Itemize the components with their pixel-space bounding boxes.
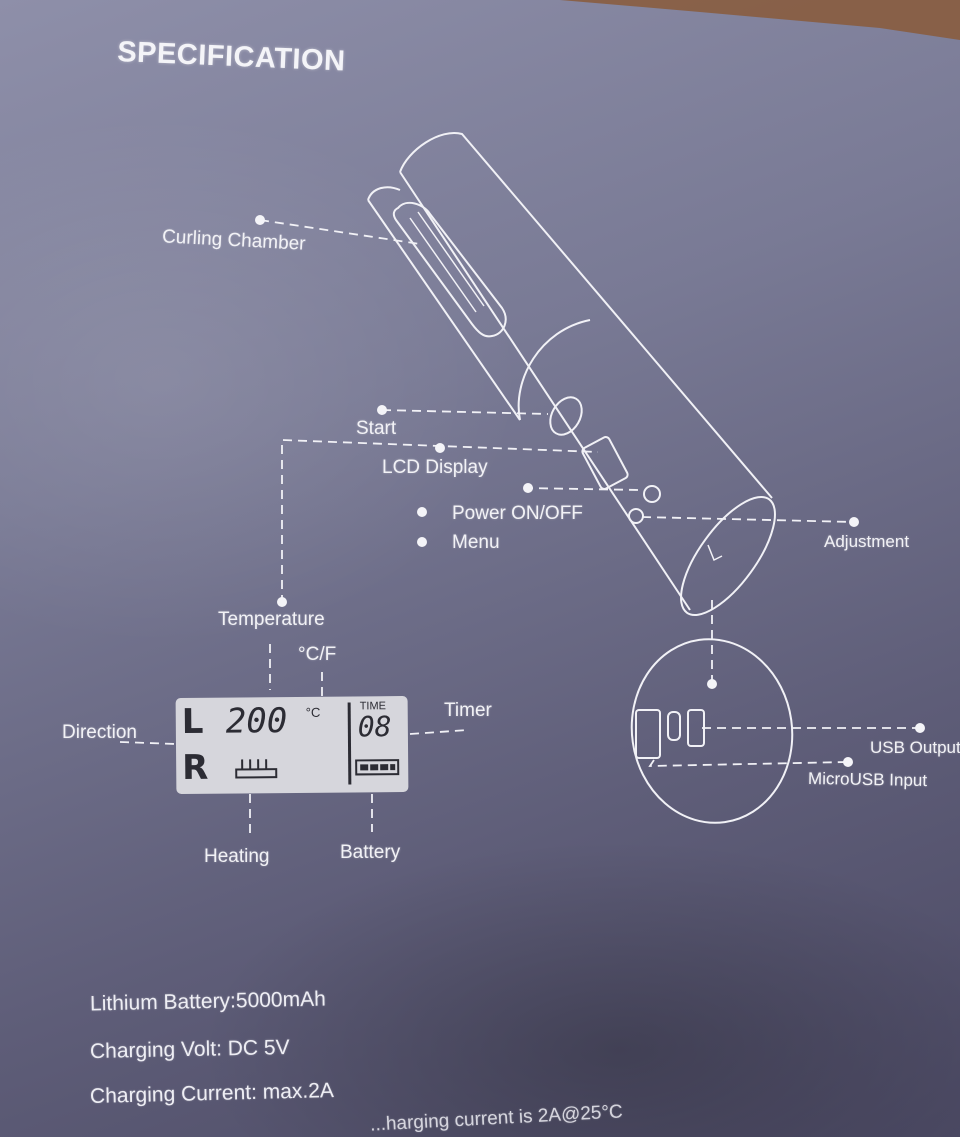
label-battery: Battery <box>340 842 401 863</box>
spec-battery: Lithium Battery:5000mAh <box>89 987 327 1016</box>
label-lcd-display: LCD Display <box>382 457 488 478</box>
lcd-panel: L R 200 °C TIME 08 <box>175 695 409 795</box>
power-leader <box>523 487 641 491</box>
curling-chamber-dot <box>255 215 265 225</box>
lcd-temperature-value: 200 <box>225 701 288 742</box>
adjustment-dot <box>849 517 859 527</box>
start-dot <box>377 405 387 415</box>
label-temperature: Temperature <box>218 609 325 630</box>
heating-icon <box>235 759 278 779</box>
table-wood <box>560 0 960 40</box>
microusb-dot <box>843 757 853 767</box>
lcd-display-dot <box>435 443 445 453</box>
temperature-dot <box>277 597 287 607</box>
lcd-time-value: 08 <box>357 710 392 744</box>
menu-button-shape <box>628 508 644 524</box>
start-button-shape <box>549 396 583 436</box>
label-heating: Heating <box>204 846 270 867</box>
direction-leader <box>119 741 177 745</box>
usb-output-dot <box>915 723 925 733</box>
label-usb-output: USB Output <box>870 738 960 757</box>
spec-charging-volt: Charging Volt: DC 5V <box>89 1035 290 1064</box>
base-dot <box>707 679 717 689</box>
label-start: Start <box>356 418 397 439</box>
lcd-direction-right: R <box>182 747 209 788</box>
battery-icon <box>355 759 400 776</box>
microusb-leader <box>648 759 849 767</box>
label-power: Power ON/OFF <box>452 503 583 524</box>
timer-leader <box>409 729 469 735</box>
power-bullet <box>417 507 427 517</box>
start-leader <box>381 409 549 415</box>
power-button-shape <box>643 485 661 503</box>
lcd-direction-left: L <box>181 701 204 742</box>
curling-chamber-leader <box>259 219 421 245</box>
lcd-temperature-unit: °C <box>305 704 321 720</box>
label-direction: Direction <box>62 722 137 743</box>
power-leader-dot <box>523 483 533 493</box>
lcd-window-shape <box>581 436 629 490</box>
label-microusb-input: MicroUSB Input <box>807 768 928 791</box>
label-unit: °C/F <box>298 644 337 665</box>
menu-bullet <box>417 537 427 547</box>
curler-body-outline <box>367 132 776 616</box>
lcd-divider <box>347 702 352 785</box>
base-detail-outline <box>630 638 794 824</box>
label-menu: Menu <box>452 532 500 553</box>
adjustment-leader <box>641 516 855 523</box>
label-adjustment: Adjustment <box>824 532 910 551</box>
label-timer: Timer <box>444 700 492 721</box>
curling-chamber-slot <box>392 201 507 338</box>
